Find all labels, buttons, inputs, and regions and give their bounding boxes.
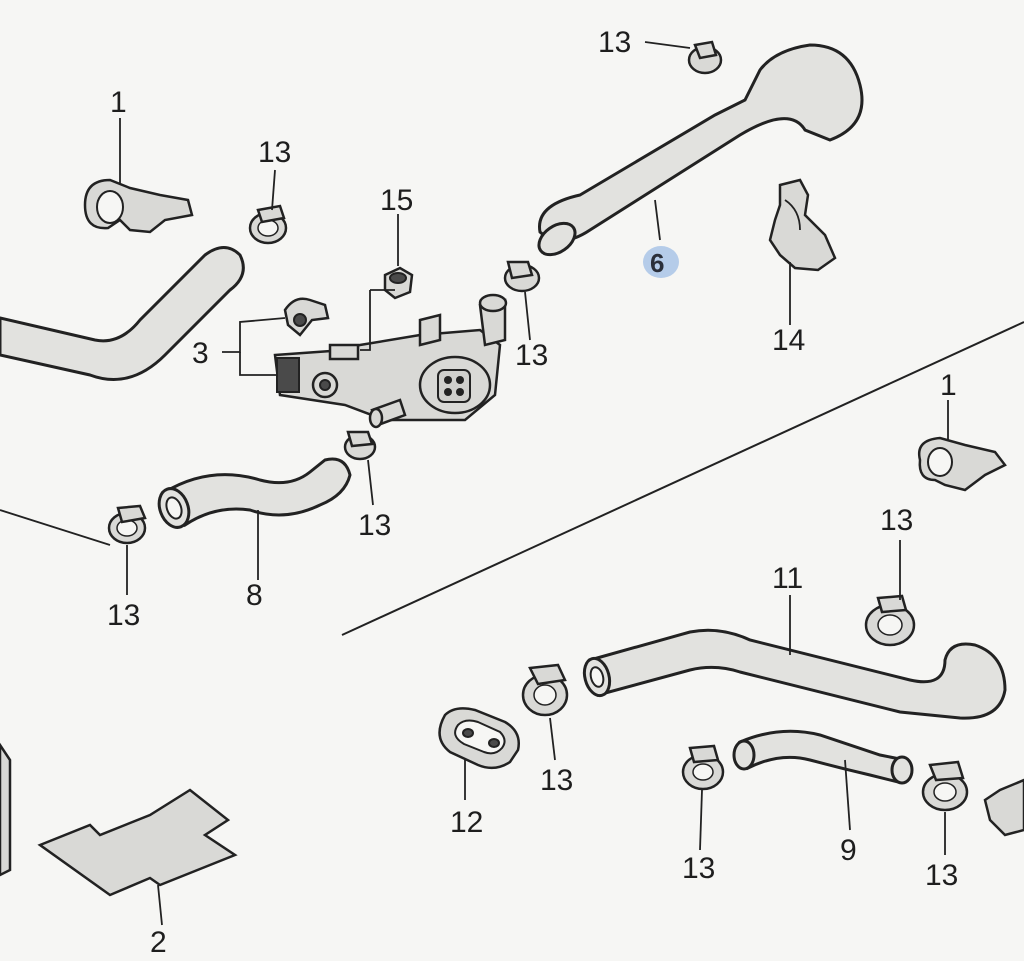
callout-9: 9 <box>840 834 857 867</box>
callout-6-highlight: 6 <box>643 246 679 278</box>
clip-1-right <box>917 436 1007 492</box>
callout-13: 13 <box>598 26 631 59</box>
callout-11: 11 <box>772 562 803 595</box>
grommet-12 <box>438 707 520 770</box>
callout-14: 14 <box>772 324 805 357</box>
callout-12: 12 <box>450 806 483 839</box>
hose-8 <box>157 457 352 529</box>
clamp-13f <box>864 594 916 647</box>
callout-1: 1 <box>110 86 127 119</box>
clamp-13d <box>343 430 377 461</box>
callout-2: 2 <box>150 926 167 959</box>
hose-9 <box>732 729 914 785</box>
callout-3: 3 <box>192 337 209 370</box>
clip-3 <box>283 297 330 337</box>
clamp-13b <box>248 204 288 245</box>
hose-left-upper <box>0 246 245 381</box>
valve-assembly <box>273 293 508 429</box>
clip-1-upper <box>83 178 194 234</box>
clamp-13e <box>107 504 147 545</box>
callout-13: 13 <box>540 764 573 797</box>
hose-6 <box>537 43 864 257</box>
part-15-nut <box>383 266 414 300</box>
callout-labels: 13 1 13 15 6 3 13 14 1 13 13 8 13 11 13 … <box>107 26 958 959</box>
partial-part-left <box>0 742 12 877</box>
clamp-13i <box>921 760 969 812</box>
callout-13: 13 <box>107 599 140 632</box>
callout-13: 13 <box>515 339 548 372</box>
clamp-13c <box>503 260 541 293</box>
clamp-13h <box>681 744 725 791</box>
callout-1: 1 <box>940 369 957 402</box>
callout-13: 13 <box>682 852 715 885</box>
leader-lines <box>0 41 949 926</box>
callout-13: 13 <box>258 136 291 169</box>
clamp-13g <box>521 663 569 717</box>
callout-6: 6 <box>650 248 664 278</box>
hose-11 <box>582 628 1007 720</box>
partial-part-right <box>983 778 1024 837</box>
callout-15: 15 <box>380 184 413 217</box>
section-divider <box>341 321 1024 636</box>
clamp-13a <box>687 40 723 75</box>
callout-8: 8 <box>246 579 263 612</box>
callout-13: 13 <box>925 859 958 892</box>
callout-13: 13 <box>880 504 913 537</box>
gasket-2 <box>37 788 238 897</box>
callout-13: 13 <box>358 509 391 542</box>
clip-14 <box>768 178 837 272</box>
